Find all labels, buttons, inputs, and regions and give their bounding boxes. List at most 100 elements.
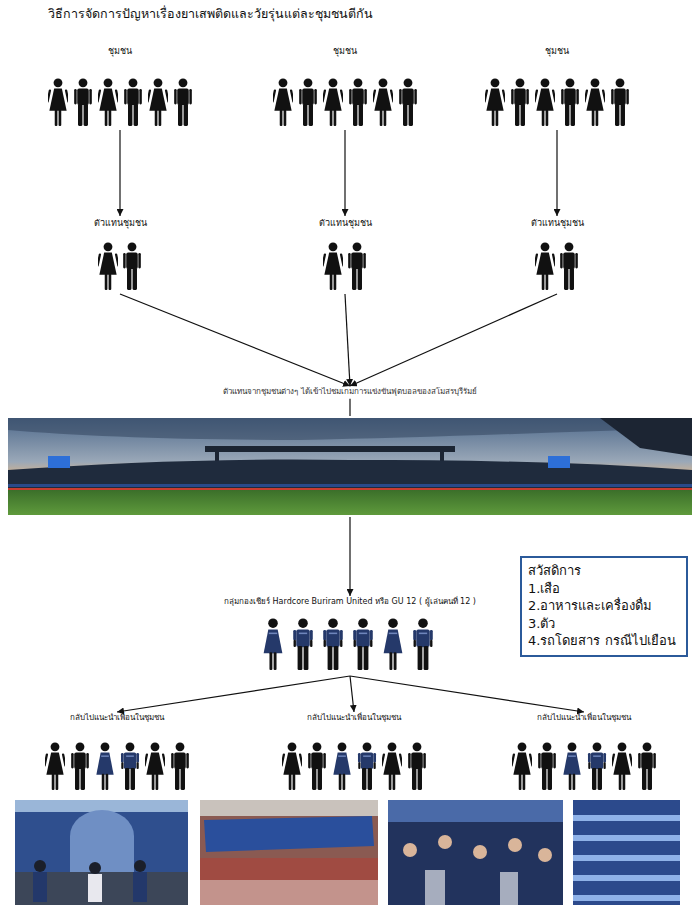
photo-ground [15,872,188,905]
group-node: ตัวแทนชุมชน [85,216,155,294]
person-figure [43,742,67,790]
group-node: ตัวแทนชุมชน [310,216,380,294]
arrow-connector [349,399,350,596]
photo-stands [200,800,378,816]
list-item: 2.อาหารและเครื่องดื่ม [528,597,678,615]
photo-person [403,843,417,857]
photo-banner-crowd [200,800,378,905]
supporter-figure [353,618,373,670]
person-figure [96,78,120,126]
node-label: ชุมชน [274,45,416,57]
photo-crowd [573,800,680,905]
group-node: ชุมชน [482,44,632,130]
person-figure [123,242,141,290]
person-figure [638,742,656,790]
person-figure [349,78,367,126]
node-label: ชุมชน [486,45,628,57]
supporter-figure [563,742,580,790]
supporter-figure [588,742,606,790]
node-label: กลับไปแนะนำเพื่อนในชุมชน [508,713,660,724]
photo-person [134,860,146,872]
person-figure [610,742,634,790]
welfare-box: สวัสดิการ1.เสือ2.อาหารและเครื่องดื่ม3.ตั… [520,556,688,657]
stadium-photo [8,418,692,515]
photo-pitch [8,490,692,515]
person-figure [561,78,579,126]
arrow-connector [120,294,350,386]
person-figure [124,78,142,126]
person-figure [321,78,345,126]
node-label: ตัวแทนชุมชน [526,217,588,229]
photo-person [88,874,102,902]
person-figure [308,742,326,790]
arrow-connector [556,130,557,216]
arrow-connector [350,676,584,712]
photo-roof [205,446,455,452]
photo-scarf [573,815,680,821]
photo-gate [15,800,188,905]
person-figure [174,78,192,126]
person-figure [408,742,426,790]
person-figure [380,742,404,790]
photo-person [438,835,452,849]
photo-scarf [573,835,680,841]
note-node: ตัวแทนจากชุมชนต่างๆ ได้เข้าไปชมเกมการแข่… [218,386,482,399]
photo-scarf [573,855,680,861]
person-figure [299,78,317,126]
node-label: กลับไปแนะนำเพื่อนในชุมชน [41,713,193,724]
person-figure [280,742,304,790]
person-figure [611,78,629,126]
person-figure [71,742,89,790]
photo-crowd [388,800,563,905]
photo-banner [8,488,692,490]
supporter-figure [333,742,350,790]
node-label: ตัวแทนชุมชน [89,217,151,229]
list-item: 1.เสือ [528,580,678,598]
group-node: กลับไปแนะนำเพื่อนในชุมชน [37,712,197,794]
group-node: ชุมชน [270,44,420,130]
photo-person [89,862,101,874]
person-figure [74,78,92,126]
person-figure [348,242,366,290]
photo-cheering-crowd [388,800,563,905]
photo-screen [548,456,570,468]
photo-person [34,860,46,872]
person-figure [511,78,529,126]
list-item: 3.ตัว [528,615,678,633]
photo-ground [15,800,188,905]
person-figure [538,742,556,790]
photo-crowd [388,800,563,822]
group-node: กลุ่มกองเชียร์ Hardcore Buriram United ห… [219,596,481,676]
group-node: กลับไปแนะนำเพื่อนในชุมชน [274,712,434,794]
arrow-connector [350,676,354,712]
person-figure [483,78,507,126]
photo-banner [204,816,374,852]
photo-roof [600,418,692,456]
person-figure [533,78,557,126]
supporter-figure [323,618,343,670]
arrow-connector [117,676,350,712]
photo-crowd [200,800,378,905]
photo-banner [8,484,692,487]
node-label: ตัวแทนชุมชน [314,217,376,229]
person-figure [271,78,295,126]
supporter-figure [121,742,139,790]
person-figure [171,742,189,790]
arrow-connector [345,294,350,386]
photo-stands [8,459,692,492]
supporter-figure [264,618,283,670]
person-figure [560,242,578,290]
person-figure [583,78,607,126]
photo-sky [8,418,692,515]
photo-person [473,845,487,859]
diagram-title: วิธีการจัดการปัญหาเรื่องยาเสพติดและวัยรุ… [48,6,373,23]
arrow-connector [350,294,557,386]
node-label: กลับไปแนะนำเพื่อนในชุมชน [278,713,430,724]
node-label: ชุมชน [49,45,191,57]
group-node: ตัวแทนชุมชน [522,216,592,294]
person-figure [146,78,170,126]
arrow-connector [344,130,345,216]
photo-scarf-crowd [573,800,680,905]
